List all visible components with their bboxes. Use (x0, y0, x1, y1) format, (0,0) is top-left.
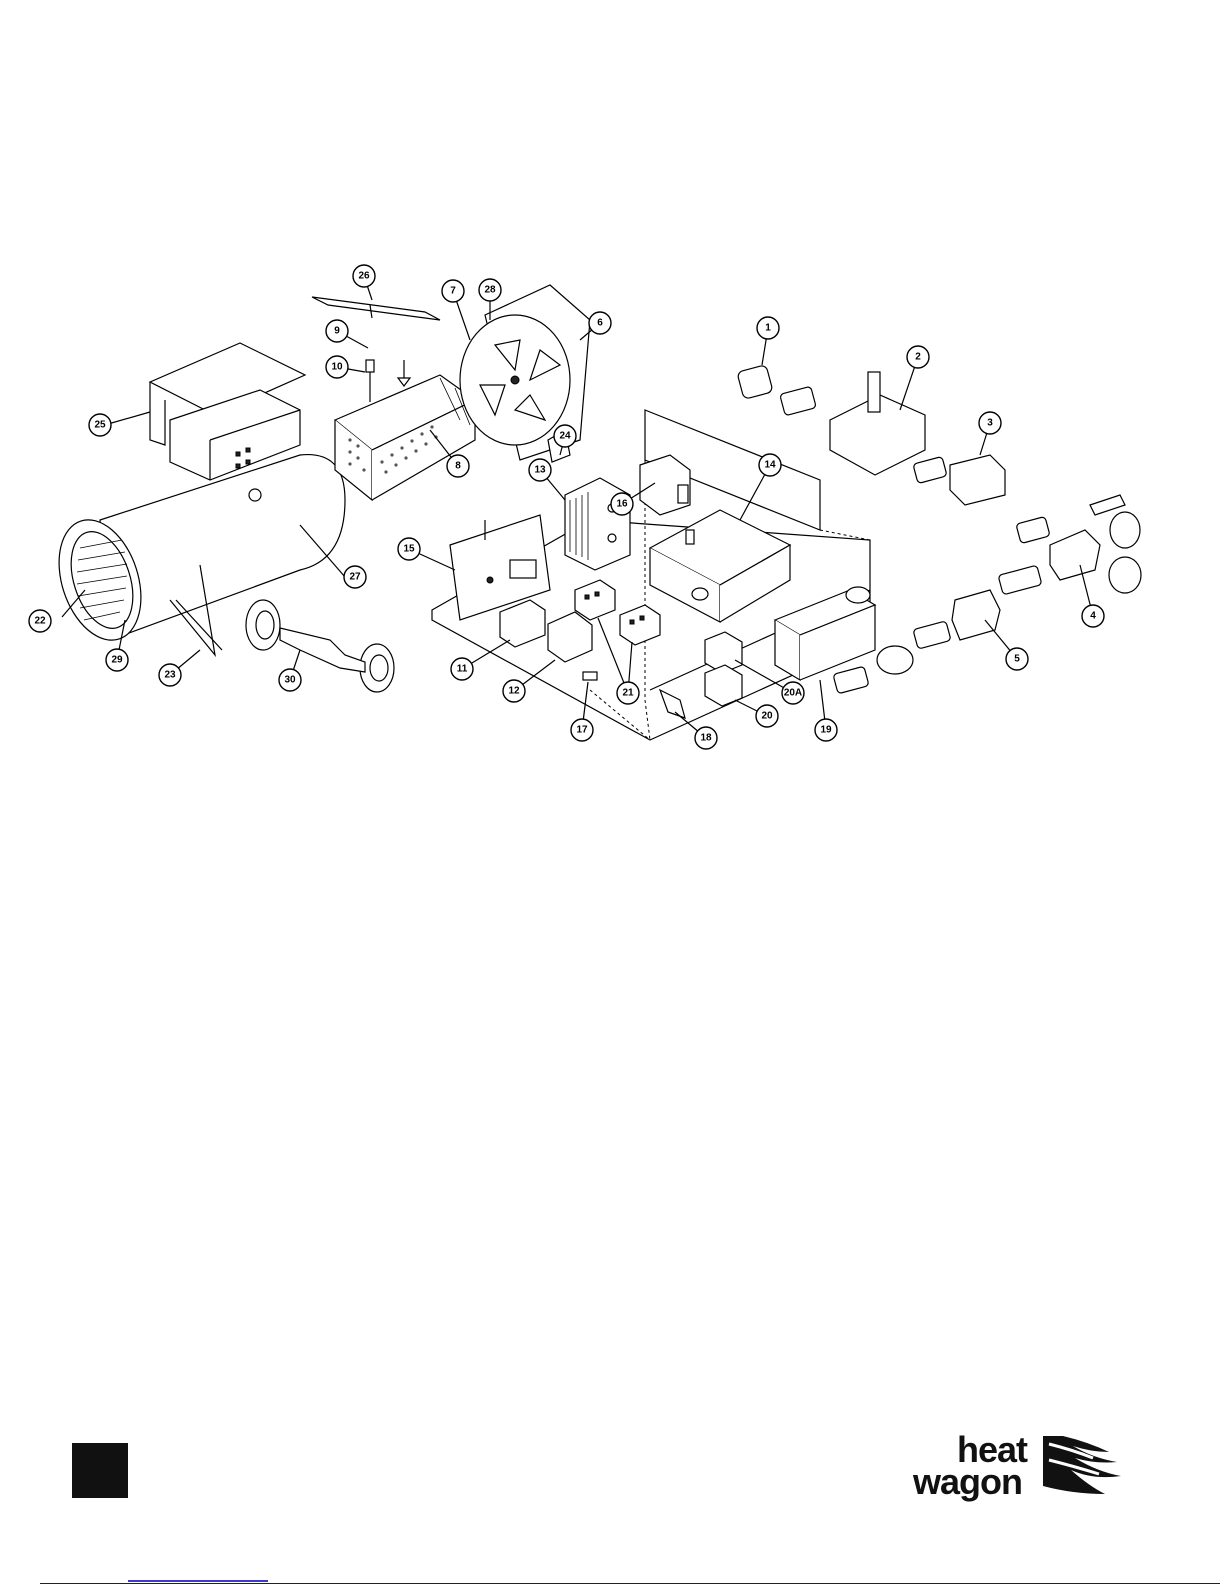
callout-label: 10 (331, 362, 343, 373)
callout-label: 25 (94, 420, 106, 431)
callout-c4: 4 (1082, 605, 1104, 627)
callout-c5: 5 (1006, 648, 1028, 670)
heat-wagon-logo: heat wagon (913, 1430, 1123, 1510)
burner-assembly (335, 375, 475, 500)
relay (640, 455, 690, 515)
callout-c25: 25 (89, 414, 111, 436)
callout-c12: 12 (503, 680, 525, 702)
callout-label: 27 (349, 572, 361, 583)
footer-rule (40, 1583, 1220, 1584)
callout-c22: 22 (29, 610, 51, 632)
callout-c7: 7 (442, 280, 464, 302)
callout-c24: 24 (554, 425, 576, 447)
callout-c18: 18 (695, 727, 717, 749)
callout-c29: 29 (106, 649, 128, 671)
transformer (565, 478, 630, 570)
callout-c13: 13 (529, 459, 551, 481)
callout-label: 26 (358, 271, 370, 282)
callout-label: 23 (164, 670, 176, 681)
callout-label: 4 (1090, 611, 1096, 622)
callout-c10: 10 (326, 356, 348, 378)
callout-label: 17 (576, 725, 588, 736)
callout-label: 11 (457, 664, 468, 675)
callout-label: 15 (403, 544, 415, 555)
callout-c8: 8 (447, 455, 469, 477)
callout-label: 7 (450, 286, 456, 297)
callout-c23: 23 (159, 664, 181, 686)
callout-label: 6 (597, 318, 603, 329)
callout-c17: 17 (571, 719, 593, 741)
callout-label: 13 (534, 465, 546, 476)
callout-label: 20A (784, 688, 802, 699)
callout-label: 22 (34, 616, 46, 627)
callout-c30: 30 (279, 669, 301, 691)
callout-c21: 21 (617, 682, 639, 704)
top-bracket (312, 297, 440, 320)
callout-c2: 2 (907, 346, 929, 368)
callout-label: 9 (334, 326, 340, 337)
callout-label: 5 (1014, 654, 1020, 665)
callout-label: 3 (987, 418, 993, 429)
callout-label: 18 (700, 733, 712, 744)
callout-c28: 28 (479, 279, 501, 301)
callout-label: 16 (616, 499, 628, 510)
callout-c6: 6 (589, 312, 611, 334)
callout-label: 24 (559, 431, 571, 442)
callout-c20: 20 (756, 705, 778, 727)
callout-label: 28 (484, 285, 496, 296)
callout-c27: 27 (344, 566, 366, 588)
wheel-kit (246, 600, 394, 692)
logo-word-wagon: wagon (913, 1464, 1022, 1500)
callout-label: 30 (284, 675, 296, 686)
callout-c16: 16 (611, 493, 633, 515)
control-box-cover (150, 343, 305, 480)
callout-c14: 14 (759, 454, 781, 476)
callout-c26: 26 (353, 265, 375, 287)
callout-label: 8 (455, 461, 461, 472)
callout-label: 20 (761, 711, 773, 722)
footer-link-underline[interactable] (128, 1580, 268, 1582)
callout-label: 29 (111, 655, 123, 666)
callout-label: 2 (915, 352, 921, 363)
callout-c20a: 20A (782, 682, 804, 704)
callout-label: 19 (820, 725, 832, 736)
callout-label: 12 (508, 686, 520, 697)
flame-icon (1043, 1436, 1123, 1498)
callout-c3: 3 (979, 412, 1001, 434)
callout-c19: 19 (815, 719, 837, 741)
page-number-block (72, 1443, 128, 1498)
callout-c11: 11 (451, 658, 473, 680)
callout-c15: 15 (398, 538, 420, 560)
callout-label: 14 (764, 460, 776, 471)
callout-c1: 1 (757, 317, 779, 339)
callout-c9: 9 (326, 320, 348, 342)
callout-label: 1 (765, 323, 771, 334)
callout-label: 21 (622, 688, 634, 699)
